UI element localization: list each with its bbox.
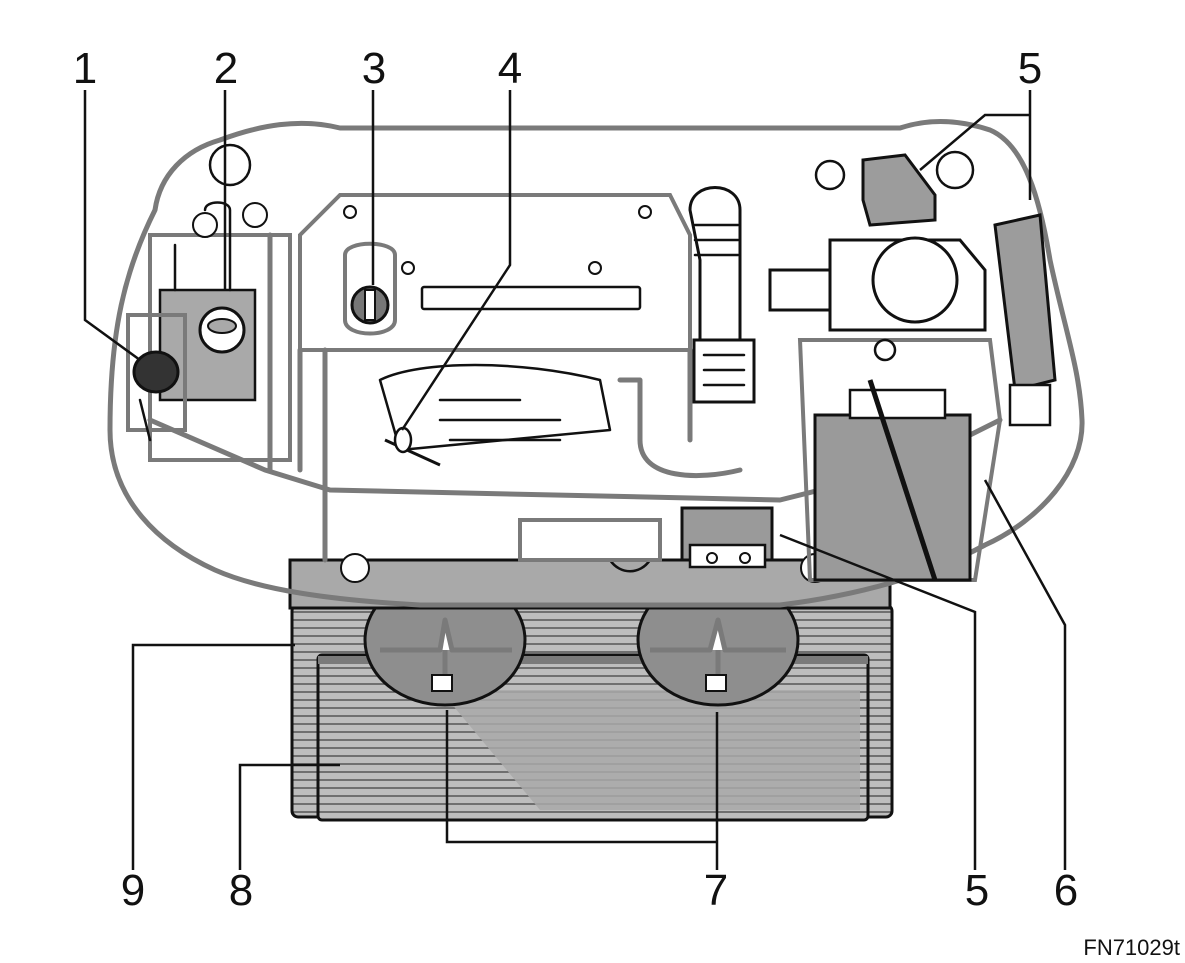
leader-1 <box>83 90 141 362</box>
callout-1: 1 <box>73 44 97 93</box>
hoses <box>267 232 743 563</box>
air-cleaner <box>768 236 987 332</box>
callout-4: 4 <box>498 44 522 93</box>
dipstick <box>384 426 441 467</box>
leader-5-top <box>919 90 1032 200</box>
leader-9 <box>131 643 295 870</box>
callout-7: 7 <box>704 866 728 915</box>
intake-duct <box>688 186 756 404</box>
leader-7 <box>445 710 719 870</box>
leader-4 <box>400 90 512 431</box>
leader-5-bottom <box>779 533 977 870</box>
callout-9: 9 <box>121 866 145 915</box>
washer-fluid-cap <box>126 313 187 442</box>
callout-5-top: 5 <box>1018 44 1042 93</box>
fuse-box-upper <box>208 143 1057 427</box>
engine-cover <box>297 193 693 473</box>
relay-block-lower <box>680 506 774 569</box>
callout-8: 8 <box>229 866 253 915</box>
callout-5-bottom: 5 <box>965 866 989 915</box>
callout-6: 6 <box>1054 866 1078 915</box>
leader-8 <box>238 763 340 870</box>
battery <box>797 338 1003 582</box>
leader-lines <box>83 90 1067 870</box>
oil-filler-cap <box>343 241 397 336</box>
callout-2: 2 <box>214 44 238 93</box>
callout-3: 3 <box>362 44 386 93</box>
figure-code: FN71029t <box>1083 935 1180 960</box>
leader-6 <box>983 479 1067 870</box>
